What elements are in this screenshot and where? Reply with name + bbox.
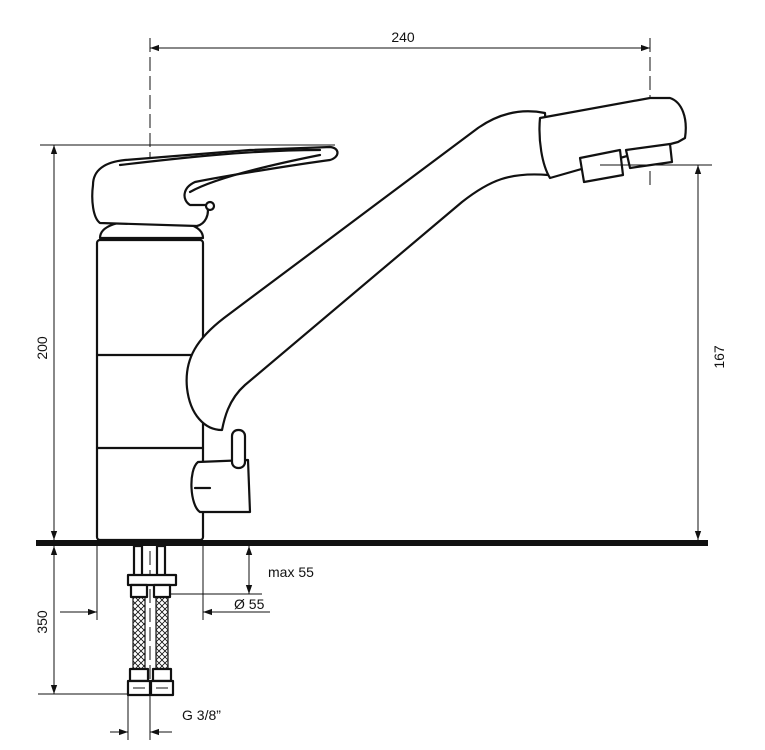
dim-below-counter xyxy=(38,546,128,695)
filter-valve xyxy=(190,428,252,514)
dim-label-below-counter: 350 xyxy=(34,610,50,634)
spout-outlet-left xyxy=(578,148,625,184)
dim-label-hole-diameter: Ø 55 xyxy=(234,596,265,612)
supply-hoses xyxy=(126,544,178,697)
spout-outlet-right xyxy=(624,142,674,170)
dim-label-spout-reach: 240 xyxy=(391,29,415,45)
lever-handle xyxy=(91,145,339,228)
faucet-body xyxy=(95,238,205,542)
dim-label-max-countertop: max 55 xyxy=(268,564,314,580)
dim-label-thread: G 3/8” xyxy=(182,707,221,723)
countertop xyxy=(36,540,708,546)
dim-label-total-height: 200 xyxy=(34,336,50,360)
dim-total-height xyxy=(40,144,335,540)
spout xyxy=(185,96,687,432)
dim-spout-height xyxy=(600,164,712,540)
dim-hole-diameter xyxy=(60,546,270,620)
dim-label-spout-height: 167 xyxy=(711,345,727,369)
dim-thread xyxy=(110,695,172,740)
